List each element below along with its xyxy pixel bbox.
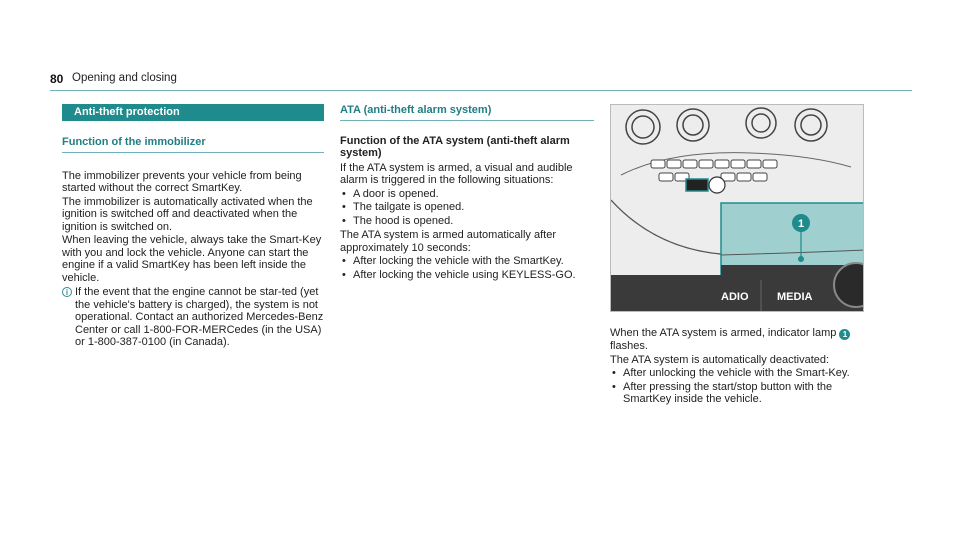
list-item: The hood is opened. xyxy=(340,215,594,228)
ata-deact-list: After unlocking the vehicle with the Sma… xyxy=(610,367,864,406)
armed-text: When the ATA system is armed, indicator … xyxy=(610,327,837,339)
indicator-badge: 1 xyxy=(839,329,851,340)
ata-auto-arm: The ATA system is armed automatically af… xyxy=(340,229,557,254)
column-figure: 1 ADIO MEDIA When the ATA system is arme… xyxy=(610,104,864,408)
ata-intro: If the ATA system is armed, a visual and… xyxy=(340,161,573,187)
armed-text-end: flashes. xyxy=(610,340,648,352)
list-item: After locking the vehicle with the Smart… xyxy=(340,255,594,268)
list-item: The tailgate is opened. xyxy=(340,201,594,214)
column-ata: ATA (anti-theft alarm system) Function o… xyxy=(340,104,594,283)
list-item: After unlocking the vehicle with the Sma… xyxy=(610,367,864,380)
dashboard-illustration: 1 xyxy=(611,105,863,311)
section-banner: Anti-theft protection xyxy=(62,104,324,121)
dashboard-figure: 1 ADIO MEDIA xyxy=(610,104,864,312)
column-immobilizer: Anti-theft protection Function of the im… xyxy=(62,104,324,349)
callout-badge xyxy=(792,214,810,232)
immobilizer-paragraph: When leaving the vehicle, always take th… xyxy=(62,234,322,284)
list-item: After locking the vehicle using KEYLESS-… xyxy=(340,269,594,282)
ata-heading: ATA (anti-theft alarm system) xyxy=(340,104,594,121)
ata-deactivation: The ATA system is automatically deactiva… xyxy=(610,353,830,366)
page-title: Opening and closing xyxy=(72,72,177,84)
media-label: MEDIA xyxy=(777,291,813,303)
header-divider xyxy=(50,90,912,91)
info-note-text: If the event that the engine cannot be s… xyxy=(75,286,324,348)
info-note: i If the event that the engine cannot be… xyxy=(62,286,324,349)
info-icon: i xyxy=(62,287,72,297)
immobilizer-paragraph: The immobilizer prevents your vehicle fr… xyxy=(62,169,302,195)
immobilizer-paragraph: The immobilizer is automatically activat… xyxy=(62,195,313,233)
immobilizer-heading: Function of the immobilizer xyxy=(62,136,324,153)
page-number: 80 xyxy=(50,72,64,86)
ata-trigger-list: A door is opened. The tailgate is opened… xyxy=(340,188,594,228)
page-header: 80 Opening and closing xyxy=(50,72,912,88)
list-item: After pressing the start/stop button wit… xyxy=(610,381,864,406)
callout-number: 1 xyxy=(798,218,804,230)
ata-function-title: Function of the ATA system (anti-theft a… xyxy=(340,134,570,160)
armed-indicator-text: When the ATA system is armed, indicator … xyxy=(610,327,864,353)
ata-arm-list: After locking the vehicle with the Smart… xyxy=(340,255,594,281)
list-item: A door is opened. xyxy=(340,188,594,201)
radio-label: ADIO xyxy=(721,291,749,303)
